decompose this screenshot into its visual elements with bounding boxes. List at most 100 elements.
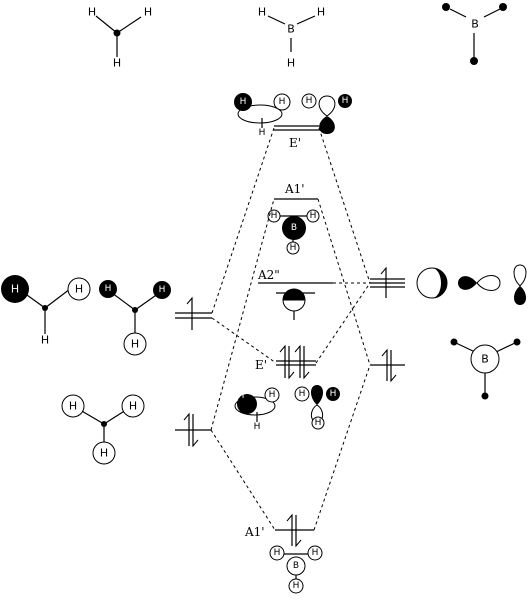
b-lobe-light	[470, 344, 500, 374]
h-lobe-dark	[237, 394, 257, 414]
h-lobe-light	[311, 416, 325, 430]
b-p-orbital-x	[458, 275, 501, 291]
atom-h: H	[144, 6, 152, 19]
h3-fragment-top: H H H	[88, 6, 152, 70]
e-prime-bonding-orbital-left: H H H	[234, 387, 280, 432]
p-lobe-dark	[282, 288, 306, 301]
h-lobe-dark	[338, 94, 352, 108]
atom-h: H	[238, 391, 245, 401]
atom-h: H	[315, 418, 322, 428]
h-lobe-light	[301, 93, 317, 109]
level-label-a2-double-prime: A2"	[257, 268, 280, 282]
arrow-head	[186, 296, 193, 305]
center-dot	[42, 305, 48, 311]
lobe-dot	[513, 338, 521, 346]
h3-orbital-left-1: H H H	[1, 275, 91, 347]
h-lobe-light	[61, 394, 85, 418]
a1-prime-antibonding-orbital: B H H H	[267, 209, 320, 255]
correlation-lines	[210, 127, 371, 531]
atom-h: H	[100, 447, 108, 460]
arrow-head	[286, 513, 293, 522]
atom-b: B	[291, 223, 297, 233]
arrow-head	[192, 439, 199, 448]
arrow-head	[183, 412, 190, 421]
atom-h: H	[271, 211, 278, 221]
center-dot	[101, 421, 107, 427]
atom-h: H	[129, 400, 137, 413]
correlation-line	[313, 364, 371, 531]
b-lobe-dark	[282, 216, 306, 240]
a2-double-prime-orbital	[276, 288, 315, 320]
h-lobe-light	[267, 209, 281, 223]
center-dot	[113, 29, 121, 37]
arrow-head	[288, 371, 295, 380]
atom-h: H	[113, 57, 121, 70]
atom-h: H	[342, 96, 349, 106]
bond	[455, 342, 476, 353]
b-lobe-light	[286, 556, 306, 576]
center-dot	[132, 307, 138, 313]
h3-orbital-left-3: H H H	[61, 394, 145, 465]
atom-b: B	[481, 353, 489, 366]
h-lobe-light	[306, 209, 320, 223]
correlation-line	[211, 317, 277, 364]
atom-h: H	[306, 96, 313, 106]
orbital-lobe	[513, 264, 527, 287]
atom-b: B	[293, 561, 299, 571]
e-prime-antibonding-orbital-right: H H	[301, 93, 352, 134]
atom-h: H	[287, 57, 295, 70]
correlation-line	[211, 127, 275, 314]
electron-pairs-e-prime	[279, 344, 310, 380]
arrow-head	[295, 539, 302, 548]
h-lobe-dark	[326, 387, 340, 401]
arrow-head	[380, 266, 387, 275]
correlation-line	[318, 127, 371, 284]
atom-h: H	[269, 390, 276, 400]
orbital-lobe-dark	[514, 286, 526, 305]
a1-prime-bonding-orbital: B H H H	[269, 545, 323, 594]
atom-h: H	[330, 389, 337, 399]
p-lobe-light	[282, 299, 306, 312]
atom-h: H	[317, 6, 325, 19]
h3-orbital-left-2: H H H	[99, 280, 171, 356]
atom-h: H	[240, 97, 247, 107]
atom-h: H	[279, 97, 286, 107]
correlation-line	[210, 198, 275, 431]
level-label-e-prime-antibonding: E'	[289, 136, 301, 150]
bond	[483, 8, 501, 18]
level-label-a1-prime-antibonding: A1'	[284, 182, 305, 196]
arrow-head	[279, 344, 286, 353]
lobe-dot	[470, 57, 478, 65]
atom-h: H	[310, 211, 317, 221]
atom-h: H	[41, 334, 49, 347]
atom-h: H	[88, 6, 96, 19]
e-prime-antibonding-orbital-left: H H H	[234, 93, 291, 138]
b-p-orbital-z	[416, 267, 448, 299]
arrow-head	[390, 374, 397, 383]
orbital-lobe-dark	[432, 268, 447, 298]
atom-h: H	[105, 284, 112, 294]
atom-h: H	[258, 6, 266, 19]
bond	[103, 409, 127, 425]
level-label-e-prime-bonding: E'	[255, 358, 267, 372]
h-lobe-dark	[153, 281, 171, 299]
h-lobe-light	[294, 386, 310, 402]
arrow-head	[303, 371, 310, 380]
atom-h: H	[259, 128, 266, 138]
h-lobe-dark	[99, 280, 117, 298]
b-p-orbital-y	[513, 264, 527, 305]
h-lobe-light	[92, 441, 116, 465]
bond	[449, 8, 467, 18]
atom-h: H	[293, 581, 300, 591]
bh3-molecule-top: B H H H	[258, 6, 325, 70]
lobe-dot	[442, 3, 450, 11]
bond	[296, 15, 316, 25]
correlation-line	[315, 282, 371, 364]
h-lobe-light	[307, 545, 323, 561]
atom-h: H	[11, 283, 19, 296]
level-label-a1-prime-bonding: A1'	[244, 525, 265, 539]
orbital-lobe	[476, 275, 501, 291]
orbital-lobe-dark	[458, 276, 477, 290]
